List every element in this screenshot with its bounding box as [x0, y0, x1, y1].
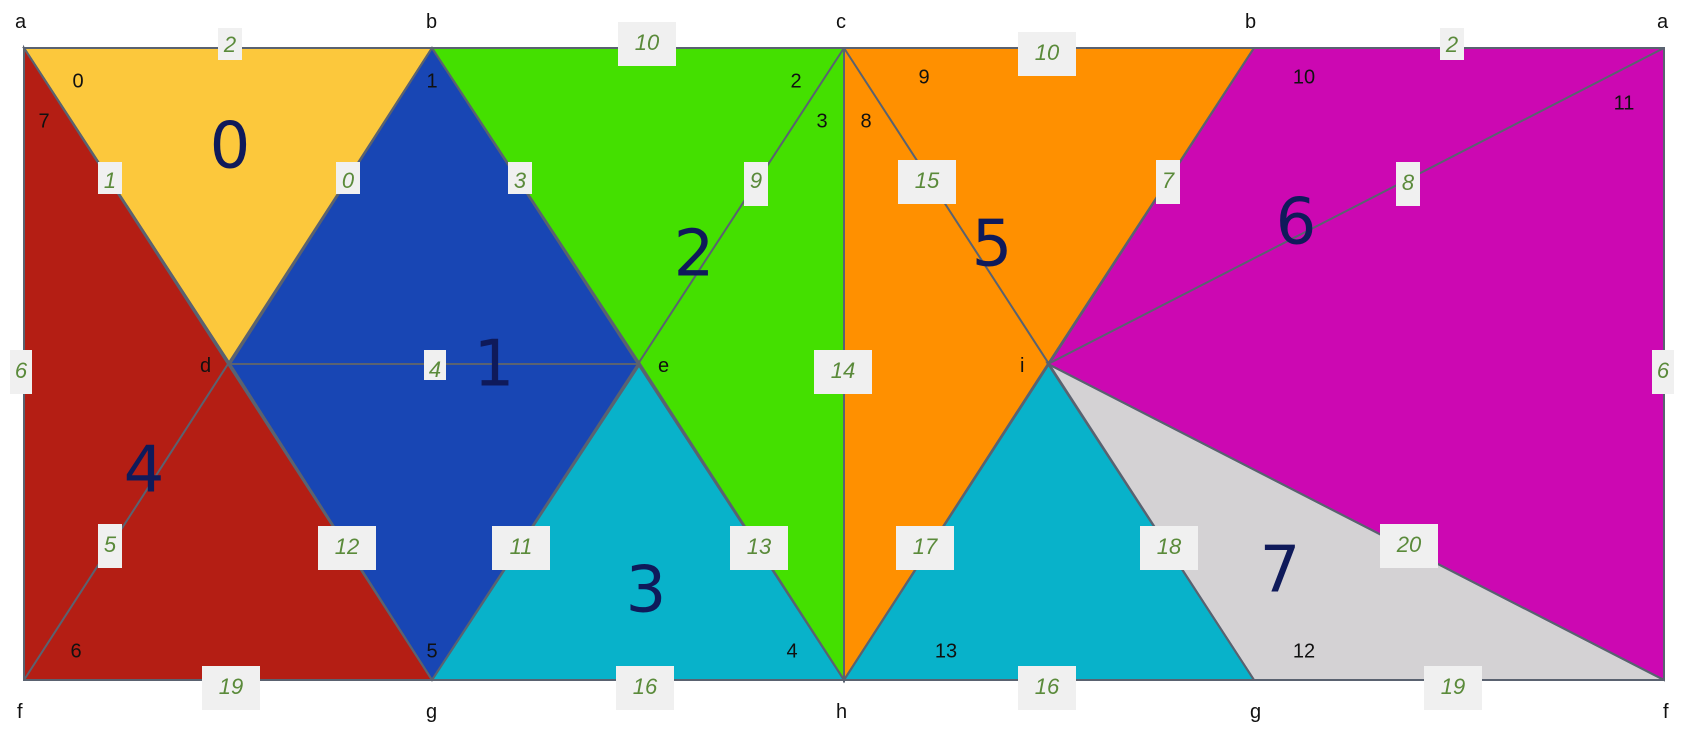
edge-label: 14 [831, 358, 855, 383]
corner-number: 5 [426, 640, 437, 662]
edge-label: 2 [1445, 32, 1458, 57]
edge-label: 2 [223, 32, 236, 57]
corner-number: 4 [786, 640, 797, 662]
vertex-label: a [15, 11, 27, 33]
vertex-label: g [1250, 701, 1261, 723]
edge-label: 1 [104, 168, 116, 193]
corner-number: 9 [918, 66, 929, 88]
vertex-label: e [658, 355, 669, 377]
face-label: 3 [626, 554, 667, 628]
corner-number: 1 [426, 70, 437, 92]
corner-number: 8 [860, 110, 871, 132]
vertex-labels: a b c b a d e i f g h g f [15, 11, 1669, 723]
face-label: 7 [1260, 534, 1301, 608]
edge-label: 10 [635, 30, 660, 55]
corner-numbers: 0 7 1 2 3 8 9 10 11 6 5 4 13 12 [38, 66, 1634, 662]
corner-number: 3 [816, 110, 827, 132]
corner-number: 7 [38, 110, 49, 132]
edge-label: 6 [15, 358, 28, 383]
edge-label: 20 [1396, 532, 1422, 557]
edge-label: 12 [335, 534, 359, 559]
corner-number: 12 [1293, 640, 1315, 662]
vertex-label: c [836, 11, 846, 33]
edge-label: 4 [429, 357, 441, 382]
vertex-label: f [17, 701, 23, 723]
edge-label: 16 [633, 674, 658, 699]
face-label: 6 [1276, 186, 1317, 260]
edge-label: 8 [1402, 170, 1415, 195]
vertex-label: b [426, 11, 437, 33]
vertex-label: g [426, 701, 437, 723]
face-label: 4 [124, 434, 165, 508]
vertex-label: a [1657, 11, 1669, 33]
edge-label: 7 [1162, 168, 1175, 193]
corner-number: 2 [790, 70, 801, 92]
edge-label: 5 [104, 532, 117, 557]
edge-label: 13 [747, 534, 772, 559]
corner-number: 6 [70, 640, 81, 662]
edge-label: 17 [913, 534, 938, 559]
edge-label: 19 [219, 674, 243, 699]
edge-label: 6 [1657, 358, 1670, 383]
face-label: 2 [674, 218, 715, 292]
edge-label: 10 [1035, 40, 1060, 65]
face-label: 0 [210, 110, 251, 184]
edge-label: 18 [1157, 534, 1182, 559]
edge-label: 3 [514, 168, 527, 193]
vertex-label: b [1245, 11, 1256, 33]
edge-label: 15 [915, 168, 940, 193]
corner-number: 11 [1614, 92, 1635, 114]
face-labels: 0 1 2 3 4 5 6 7 [124, 110, 1317, 628]
edge-label: 9 [750, 168, 762, 193]
vertex-label: f [1663, 701, 1669, 723]
corner-number: 13 [935, 640, 957, 662]
vertex-label: h [836, 701, 847, 723]
edge-label: 16 [1035, 674, 1060, 699]
face-label: 5 [972, 208, 1013, 282]
corner-number: 10 [1293, 66, 1315, 88]
edge-label: 11 [510, 534, 533, 559]
edge-label: 0 [342, 168, 355, 193]
edge-label: 19 [1441, 674, 1465, 699]
corner-number: 0 [72, 70, 83, 92]
vertex-label: i [1020, 355, 1024, 377]
face-label: 1 [474, 328, 515, 402]
edge-labels: 2 10 10 2 1 0 3 9 15 7 8 6 4 [10, 22, 1674, 710]
vertex-label: d [200, 355, 211, 377]
